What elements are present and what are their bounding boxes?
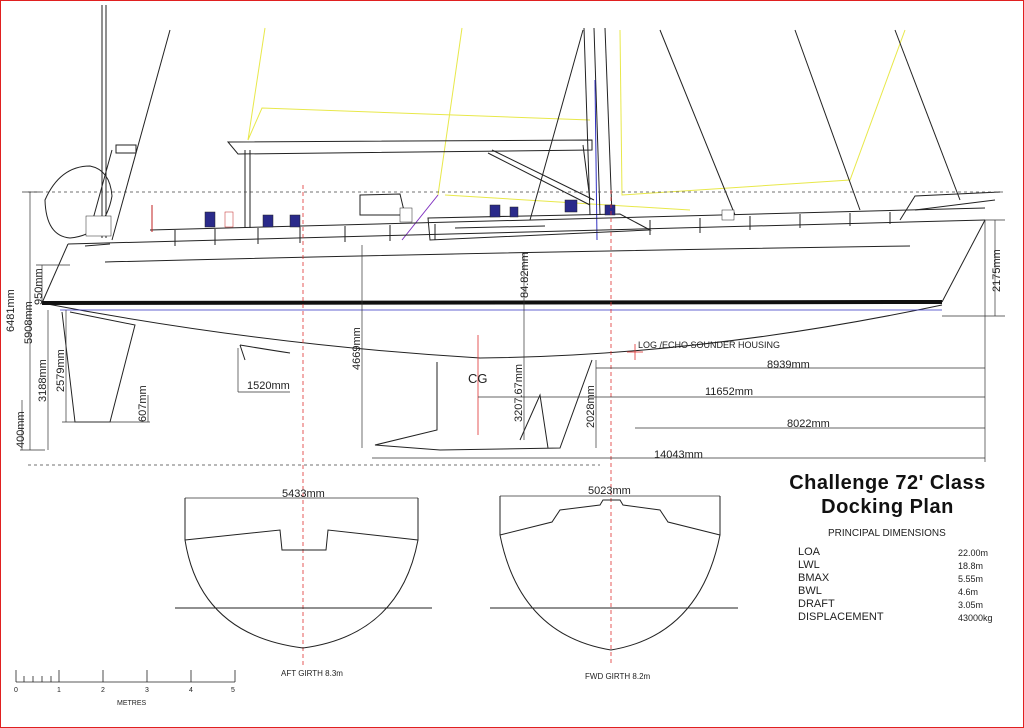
scale-tick-2: 2 (101, 687, 105, 694)
fwd-section (490, 496, 738, 651)
reference-lines (28, 191, 1005, 466)
dim-400: 400mm (15, 411, 27, 448)
title-line-1: Challenge 72' Class (789, 472, 986, 494)
boot-top-stripe (41, 300, 943, 305)
dim-1520: 1520mm (247, 380, 290, 392)
dim-5023: 5023mm (588, 485, 631, 497)
dim-3188: 3188mm (37, 359, 49, 402)
spec-label-lwl: LWL (798, 559, 820, 571)
log-marker (627, 344, 643, 360)
principal-dimensions-heading: PRINCIPAL DIMENSIONS (828, 528, 946, 539)
scale-tick-5: 5 (231, 687, 235, 694)
radar-dome (115, 144, 137, 154)
dim-4669: 4669mm (351, 327, 363, 370)
deck-hardware (85, 199, 735, 237)
dim-607: 607mm (137, 385, 149, 422)
scale-tick-3: 3 (145, 687, 149, 694)
dim-6481: 6481mm (5, 289, 17, 332)
spec-label-draft: DRAFT (798, 598, 835, 610)
aft-girth-label: AFT GIRTH 8.3m (281, 669, 343, 678)
sail-outlines (247, 27, 906, 211)
stanchions (174, 212, 891, 246)
scale-tick-4: 4 (189, 687, 193, 694)
section-lines (302, 185, 612, 665)
dim-84: 84.82mm (519, 252, 531, 298)
log-echo-label: LOG /ECHO SOUNDER HOUSING (638, 340, 780, 350)
dim-3207: 3207.67mm (513, 364, 525, 422)
scale-bar (15, 670, 236, 683)
title-line-2: Docking Plan (821, 496, 954, 518)
cg-label: CG (468, 371, 488, 386)
dim-8022: 8022mm (787, 418, 830, 430)
spec-value-displacement: 43000kg (958, 613, 993, 623)
spec-value-bmax: 5.55m (958, 574, 984, 584)
spec-label-loa: LOA (798, 546, 821, 558)
dimension-lines (20, 191, 1005, 499)
sheet-line (401, 194, 439, 241)
dim-950: 950mm (33, 268, 45, 305)
scale-tick-0: 0 (14, 687, 18, 694)
dim-5433: 5433mm (282, 488, 325, 500)
hull-profile (41, 165, 1001, 359)
forestay-line (594, 79, 598, 241)
fwd-girth-label: FWD GIRTH 8.2m (585, 672, 651, 681)
dim-5908: 5908mm (23, 301, 35, 344)
dim-14043: 14043mm (654, 449, 703, 461)
dim-8939: 8939mm (767, 359, 810, 371)
spec-value-loa: 22.00m (958, 548, 989, 558)
spec-label-displacement: DISPLACEMENT (798, 611, 884, 623)
spec-label-bwl: BWL (798, 585, 822, 597)
spec-value-lwl: 18.8m (958, 561, 984, 571)
dim-11652: 11652mm (705, 386, 753, 398)
spec-label-bmax: BMAX (798, 572, 830, 584)
scale-tick-1: 1 (57, 687, 61, 694)
rigging (89, 5, 961, 241)
aft-section (175, 498, 432, 649)
spec-value-draft: 3.05m (958, 600, 984, 610)
scale-unit-label: METRES (117, 700, 147, 707)
spec-value-bwl: 4.6m (958, 587, 979, 597)
dim-2028: 2028mm (585, 385, 597, 428)
dim-2579: 2579mm (55, 349, 67, 392)
dim-2175: 2175mm (991, 249, 1003, 292)
